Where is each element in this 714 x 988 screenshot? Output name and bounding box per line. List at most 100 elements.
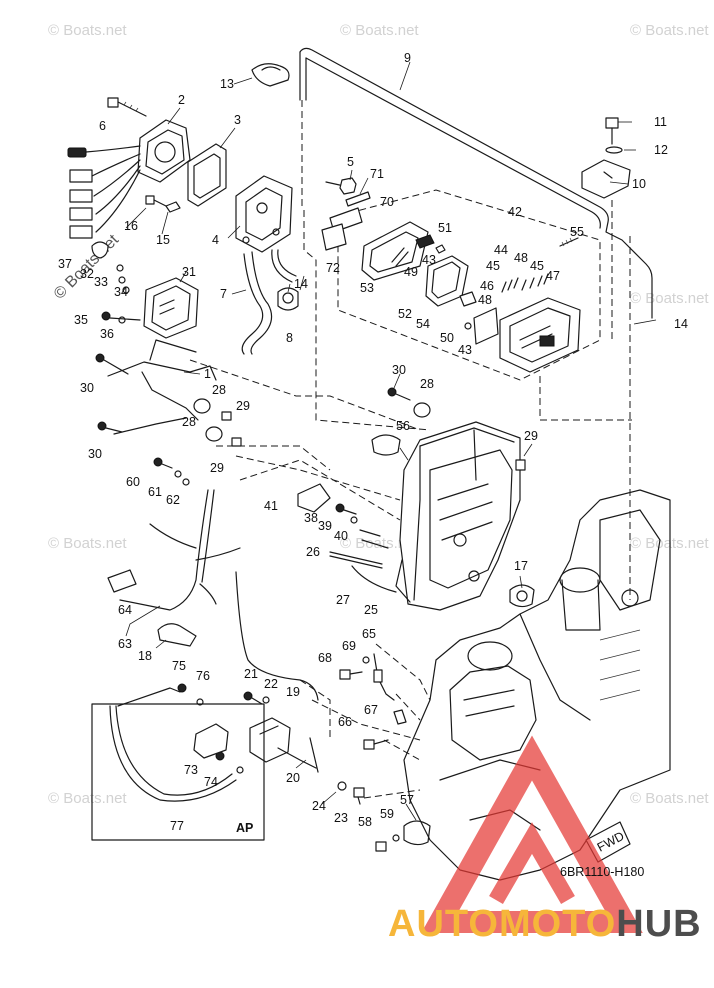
- watermark-7: © Boats.net: [630, 535, 709, 552]
- label-66: 66: [338, 715, 352, 729]
- relay-19: [249, 717, 291, 763]
- label-29c: 29: [524, 429, 538, 443]
- label-17: 17: [514, 559, 528, 573]
- label-60: 60: [126, 475, 140, 489]
- label-30b: 30: [88, 447, 102, 461]
- label-22: 22: [264, 677, 278, 691]
- label-64: 64: [118, 603, 132, 617]
- label-25: 25: [364, 603, 378, 617]
- label-46: 46: [480, 279, 494, 293]
- leader-lines: [125, 61, 657, 821]
- watermark-8: © Boats.net: [48, 790, 127, 807]
- label-45a: 45: [486, 259, 500, 273]
- bolt-5: [325, 177, 357, 195]
- washer-22: [262, 696, 270, 704]
- bolt-30-box: [387, 387, 411, 401]
- watermark-5: © Boats.net: [48, 535, 127, 552]
- watermark-1: © Boats.net: [48, 22, 127, 39]
- screw-43a: [435, 244, 446, 254]
- label-77: 77: [170, 819, 184, 833]
- bolt-58: [375, 841, 387, 852]
- label-1: 1: [204, 367, 211, 381]
- ap-label: AP: [236, 821, 253, 835]
- label-34: 34: [114, 285, 128, 299]
- bracket-20: [277, 737, 319, 773]
- diagram-code: 6BR1110-H180: [560, 865, 644, 879]
- label-51: 51: [438, 221, 452, 235]
- washer-76: [196, 698, 204, 706]
- automotohub-triangle-logo: [421, 735, 643, 933]
- label-45b: 45: [530, 259, 544, 273]
- grommet-15: [165, 201, 181, 213]
- label-43a: 43: [422, 253, 436, 267]
- terminals-44-47: [501, 273, 549, 293]
- washer-24: [337, 781, 347, 791]
- label-68: 68: [318, 651, 332, 665]
- wordmark-part2: HUB: [616, 903, 702, 945]
- label-4: 4: [212, 233, 219, 247]
- bolt-75: [177, 683, 187, 693]
- part-labels: 1 2 3 4 5 6 7 8 9 10 11 12 13 14 14 15 1…: [58, 51, 688, 879]
- label-63: 63: [118, 637, 132, 651]
- plate-72: [321, 223, 347, 251]
- label-39: 39: [318, 519, 332, 533]
- watermark-9: © Boats.net: [630, 790, 709, 807]
- label-48a: 48: [514, 251, 528, 265]
- frame-53: [361, 221, 429, 281]
- label-55: 55: [570, 225, 584, 239]
- washer-61: [174, 470, 182, 478]
- washer-59: [392, 834, 400, 842]
- label-19: 19: [286, 685, 300, 699]
- label-36: 36: [100, 327, 114, 341]
- label-18: 18: [138, 649, 152, 663]
- bolt-66: [363, 739, 389, 750]
- label-32: 32: [80, 267, 94, 281]
- label-28c: 28: [420, 377, 434, 391]
- label-30a: 30: [80, 381, 94, 395]
- screw-35: [101, 311, 141, 321]
- bolt-6: [107, 97, 147, 117]
- label-29a: 29: [236, 399, 250, 413]
- watermark-3: © Boats.net: [630, 22, 709, 39]
- label-13: 13: [220, 77, 234, 91]
- clip-37: [91, 241, 109, 259]
- ecu-unit: [499, 297, 581, 373]
- label-57: 57: [400, 793, 414, 807]
- label-35: 35: [74, 313, 88, 327]
- label-72: 72: [326, 261, 340, 275]
- terminal-65: [373, 653, 395, 701]
- label-16: 16: [124, 219, 138, 233]
- cable-77: [109, 687, 237, 802]
- bolt-68: [339, 669, 363, 680]
- washer-74: [236, 766, 244, 774]
- terminal-40: [359, 529, 389, 549]
- clamp-18: [157, 623, 197, 647]
- label-8: 8: [286, 331, 293, 345]
- label-27: 27: [336, 593, 350, 607]
- electrical-box-25: [395, 421, 521, 611]
- label-52: 52: [398, 307, 412, 321]
- label-65: 65: [362, 627, 376, 641]
- screw-60: [153, 457, 173, 469]
- label-11: 11: [654, 115, 667, 129]
- watermark-6: © Boats.net: [340, 535, 419, 552]
- label-40: 40: [334, 529, 348, 543]
- harness-63: [119, 489, 241, 611]
- part-67: [393, 709, 407, 725]
- label-6: 6: [99, 119, 106, 133]
- label-7: 7: [220, 287, 227, 301]
- label-33: 33: [94, 275, 108, 289]
- part-54: [459, 291, 477, 307]
- ap-box: [91, 703, 265, 841]
- label-3: 3: [234, 113, 241, 127]
- label-37: 37: [58, 257, 72, 271]
- label-48b: 48: [478, 293, 492, 307]
- cable-to-21: [235, 571, 319, 701]
- grommet-28b: [205, 426, 223, 442]
- grommet-28a: [193, 398, 211, 414]
- label-30c: 30: [392, 363, 406, 377]
- label-26: 26: [306, 545, 320, 559]
- label-5: 5: [347, 155, 354, 169]
- bolt-38: [335, 503, 357, 515]
- washer-12: [605, 146, 623, 154]
